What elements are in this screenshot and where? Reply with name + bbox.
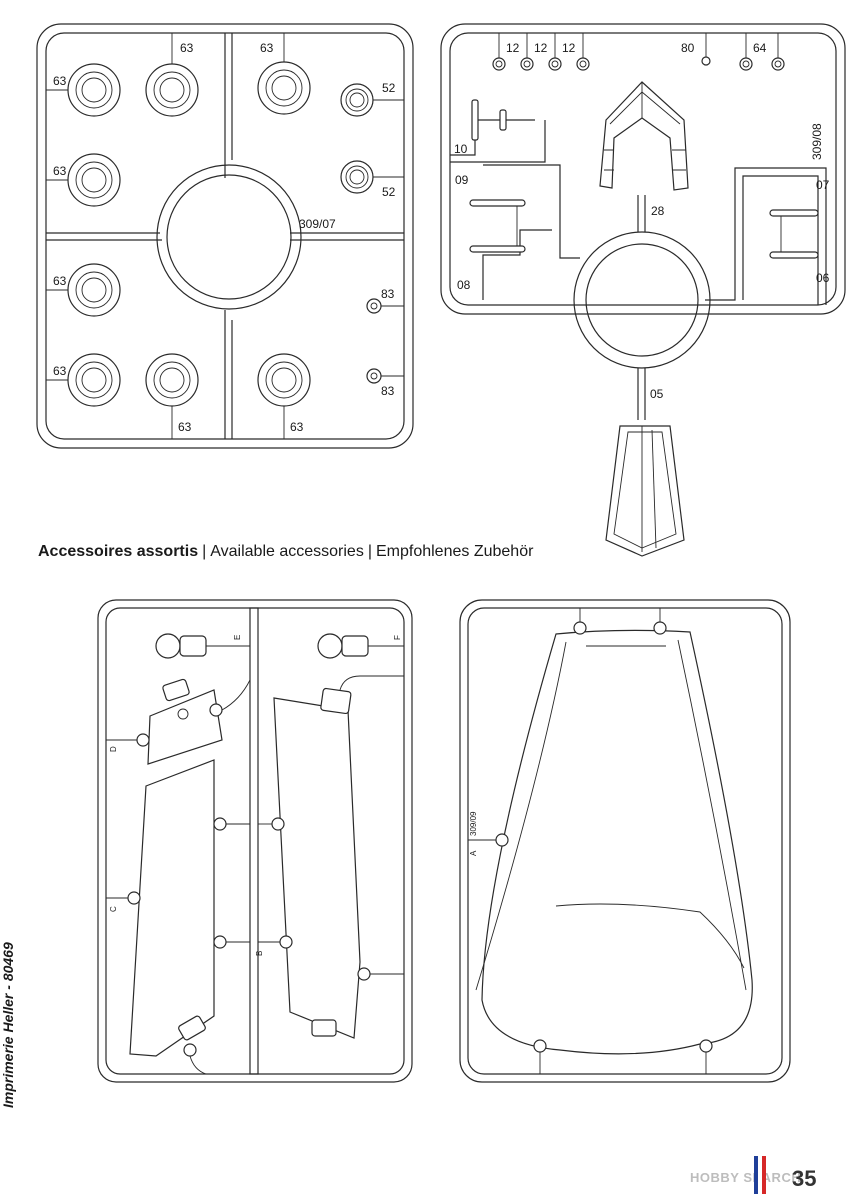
part-label: 64 (753, 41, 767, 55)
part-label: 12 (506, 41, 520, 55)
sprue-code: 309/08 (810, 123, 824, 160)
part-label: 63 (53, 364, 67, 378)
caption-fr: Accessoires assortis (38, 543, 199, 560)
sprue-309-07: 63 63 63 52 63 52 309/07 63 83 63 83 63 … (36, 23, 414, 449)
part-label: 52 (382, 185, 396, 199)
part-label: 83 (381, 287, 395, 301)
watermark: HOBBY SEARCH (690, 1170, 802, 1185)
part-label: A (469, 850, 478, 856)
part-label: F (393, 635, 402, 640)
flag-icon (754, 1156, 766, 1194)
part-label: 63 (53, 164, 67, 178)
caption-separator: | (367, 543, 372, 560)
part-label: E (233, 635, 242, 640)
part-label: 63 (180, 41, 194, 55)
part-label: 12 (534, 41, 548, 55)
accessories-sprue-right: 309/09 A (459, 599, 791, 1083)
sprue-code: 309/09 (469, 811, 478, 836)
small-parts (492, 56, 785, 71)
accessories-sprue-left: E F D C B (97, 599, 413, 1083)
part-label: 05 (650, 387, 664, 401)
page-number: 35 (792, 1166, 817, 1191)
sprue-code: 309/07 (299, 217, 336, 231)
part-label: 63 (290, 420, 304, 434)
part-label: 83 (381, 384, 395, 398)
part-label: 80 (681, 41, 695, 55)
part-label: 09 (455, 173, 469, 187)
parts-09-08 (469, 199, 526, 253)
part-05-nose (605, 425, 685, 557)
part-label: B (255, 951, 264, 956)
part-label: 10 (454, 142, 468, 156)
part-label: 12 (562, 41, 576, 55)
printer-note: Imprimerie Heller - 80469 (0, 942, 16, 1108)
part-28-canopy (599, 81, 689, 191)
part-label: 28 (651, 204, 665, 218)
part-label: 63 (178, 420, 192, 434)
part-label: 63 (53, 74, 67, 88)
caption-separator: | (202, 543, 207, 560)
part-label: 63 (260, 41, 274, 55)
part-label: 06 (816, 271, 830, 285)
part-label: 63 (53, 274, 67, 288)
part-label: 08 (457, 278, 471, 292)
caption-en: Available accessories (210, 543, 364, 560)
part-10 (471, 99, 535, 141)
parts-07-06 (769, 209, 819, 259)
part-label: D (109, 746, 118, 752)
sprue-309-08: 12 12 12 80 64 309/08 10 09 07 28 08 06 … (440, 23, 846, 557)
caption-de: Empfohlenes Zubehör (375, 543, 534, 560)
part-label: 52 (382, 81, 396, 95)
part-label: C (109, 906, 118, 912)
accessories-caption: Accessoires assortis|Available accessori… (38, 543, 533, 561)
part-label: 07 (816, 178, 830, 192)
